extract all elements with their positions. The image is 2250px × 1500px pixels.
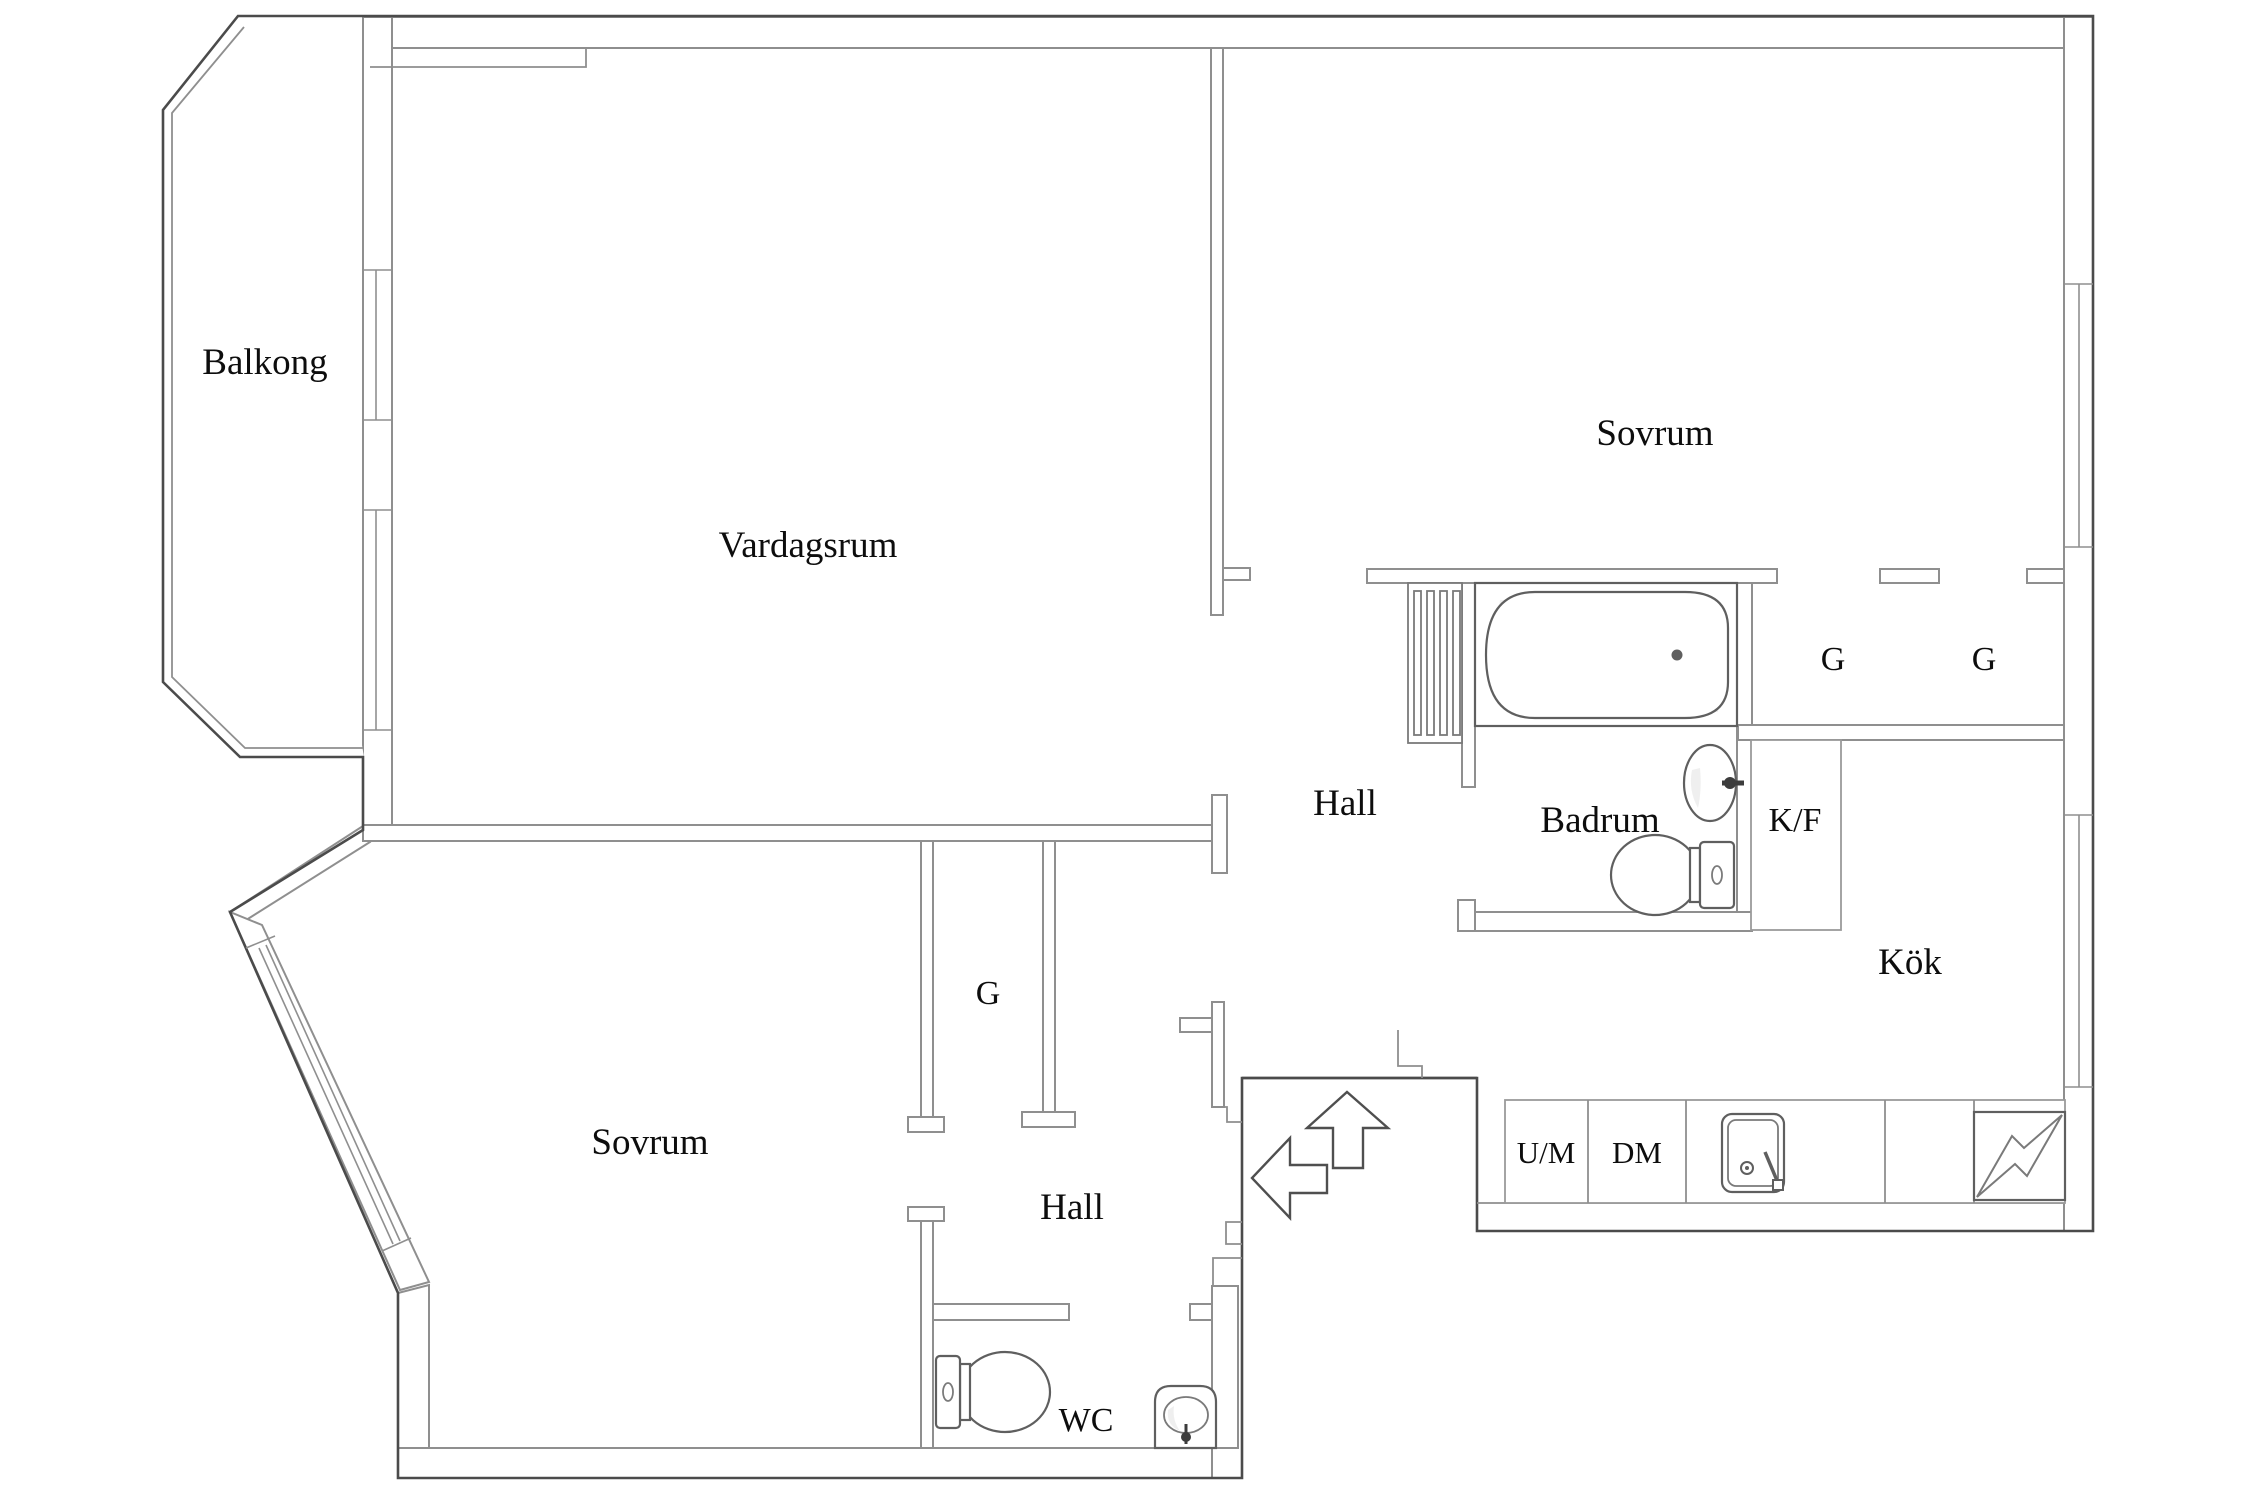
wall-divider-doorjamb <box>1222 567 1251 581</box>
bathtub-icon <box>1484 590 1730 720</box>
wc-toilet-bowl <box>958 1350 1052 1434</box>
entry-step-mid <box>1225 1221 1242 1245</box>
badrum-fixtures <box>1407 581 1744 917</box>
badrum-faucet-knob <box>1724 777 1736 789</box>
entry-area <box>1212 1030 1477 1286</box>
wall-bathroom-bottom <box>1474 911 1753 932</box>
entry-step-lower <box>1212 1257 1242 1286</box>
window-glass-diagonal-2 <box>265 944 401 1242</box>
bathtub-drain <box>1671 649 1683 661</box>
interior-walls <box>362 47 2065 1449</box>
label-kf: K/F <box>1769 802 1822 839</box>
wc-toilet-flush <box>942 1382 954 1402</box>
label-hall-lower: Hall <box>1040 1187 1104 1228</box>
wall-bathroom-doorjamb <box>1457 899 1476 932</box>
wall-closet-front-1 <box>1879 568 1940 584</box>
wall-wc-top-left <box>932 1303 1070 1321</box>
label-g-top-right: G <box>1972 641 1997 678</box>
badrum-sink-shade <box>1690 768 1701 808</box>
wall-gcloset-right <box>1042 840 1056 1113</box>
label-g-hall: G <box>976 975 1001 1012</box>
badrum-toilet-hinge <box>1688 846 1702 904</box>
entry-arrow-up-icon <box>1303 1090 1392 1170</box>
entry-step-upper <box>1212 1106 1242 1123</box>
wall-gcloset-right-foot <box>1021 1111 1076 1128</box>
wall-bathroom-right <box>1736 582 1753 932</box>
label-vardagsrum: Vardagsrum <box>719 525 898 566</box>
label-balkong: Balkong <box>202 342 327 383</box>
wall-top <box>362 16 2094 49</box>
wall-sovrum2-east <box>920 1206 934 1449</box>
balcony-outer-wall <box>162 15 364 758</box>
wall-stub-hall <box>1211 794 1228 874</box>
radiator-bar <box>1413 590 1422 736</box>
closets <box>1750 739 1842 931</box>
wc-fixtures <box>934 1350 1218 1450</box>
wall-entry-jamb-arm <box>1179 1017 1213 1033</box>
stove-bolt-symbol <box>1976 1114 2063 1198</box>
wall-divider-vardagsrum-sovrum <box>1210 47 1224 616</box>
radiator-bar <box>1452 590 1461 736</box>
label-um: U/M <box>1517 1135 1576 1170</box>
wall-west-window <box>362 16 393 831</box>
label-g-top-left: G <box>1821 641 1846 678</box>
wall-closet-front-2 <box>2026 568 2065 584</box>
label-hall-upper: Hall <box>1313 783 1377 824</box>
kf-closet-box <box>1750 739 1842 931</box>
labels: Balkong Vardagsrum Sovrum Badrum K/F G G… <box>202 342 1996 1439</box>
wall-gcloset-left <box>920 840 934 1131</box>
badrum-toilet-bowl <box>1609 833 1701 917</box>
radiator-bar <box>1426 590 1435 736</box>
label-dm: DM <box>1612 1135 1662 1170</box>
wall-bottom <box>397 1447 1213 1479</box>
badrum-toilet-flush <box>1711 865 1723 885</box>
label-sovrum-top: Sovrum <box>1596 413 1713 454</box>
kitchen-sink-drain <box>1740 1161 1754 1175</box>
label-kok: Kök <box>1878 942 1942 983</box>
inner-edge-top <box>370 47 2064 68</box>
wall-diagonal-window <box>228 910 431 1292</box>
label-wc: WC <box>1059 1402 1114 1439</box>
kitchen-sink-drain-dot <box>1745 1166 1749 1170</box>
entry-arrow-left-icon <box>1250 1134 1329 1222</box>
entry-step-right <box>1397 1030 1423 1078</box>
window-cap <box>245 935 276 949</box>
window-cap <box>381 1237 412 1252</box>
wall-bathroom-left <box>1461 582 1476 788</box>
wc-sink-shade <box>1167 1406 1180 1431</box>
wall-vardagsrum-bottom <box>362 824 1213 842</box>
radiator-bar <box>1439 590 1448 736</box>
wall-wc-top-right <box>1189 1303 1213 1321</box>
kitchen-counter <box>1504 1099 2067 1204</box>
window-glass-diagonal-1 <box>258 947 394 1245</box>
wall-gcloset-left-foot <box>907 1116 945 1133</box>
building-outline <box>161 14 2095 1480</box>
windows <box>245 269 2093 1252</box>
wall-sovrum2-doorjamb <box>907 1206 945 1222</box>
kitchen-faucet <box>1763 1151 1780 1184</box>
kitchen-faucet-base <box>1772 1179 1784 1191</box>
wc-toilet-hinge <box>958 1362 972 1422</box>
wall-west-lower <box>397 1283 430 1449</box>
wall-sovrum-bottom <box>1366 568 1778 584</box>
kitchen-sink-basin <box>1727 1119 1779 1187</box>
balcony-inner-wall <box>171 26 364 749</box>
label-badrum: Badrum <box>1540 800 1659 841</box>
label-sovrum-bottom: Sovrum <box>591 1122 708 1163</box>
wall-entry-jamb <box>1211 1001 1225 1108</box>
wall-kitchen-top <box>1737 724 2065 741</box>
wall-diagonal-upper <box>228 824 372 924</box>
